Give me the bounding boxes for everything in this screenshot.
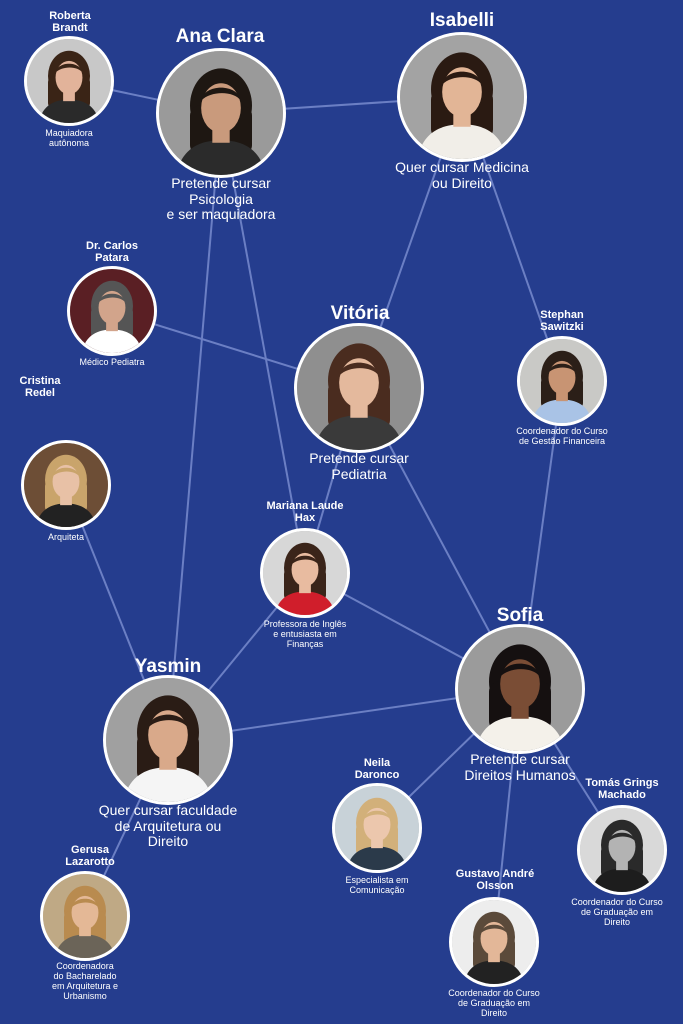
person-caption: Pretende cursar Psicologia e ser maquiad… bbox=[166, 175, 276, 223]
yasmin-photo bbox=[103, 675, 233, 805]
person-caption: Pretende cursar Direitos Humanos bbox=[464, 751, 576, 783]
ana-clara-photo bbox=[156, 48, 286, 178]
vitoria-photo bbox=[294, 323, 424, 453]
isabelli-photo bbox=[397, 32, 527, 162]
person-caption: Quer cursar Medicina ou Direito bbox=[395, 159, 529, 191]
tomas-photo bbox=[577, 805, 667, 895]
cristina-photo bbox=[21, 440, 111, 530]
connector-ana_clara-mariana bbox=[220, 112, 306, 574]
person-name: Neila Daronco bbox=[354, 757, 400, 781]
person-name: Gerusa Lazarotto bbox=[65, 844, 115, 868]
roberta-photo bbox=[24, 36, 114, 126]
stephan-photo bbox=[517, 336, 607, 426]
person-caption: Arquiteta bbox=[47, 532, 85, 542]
person-name: Mariana Laude Hax bbox=[266, 500, 344, 524]
sofia-photo bbox=[455, 624, 585, 754]
person-name: Dr. Carlos Patara bbox=[86, 240, 138, 264]
person-name: Stephan Sawitzki bbox=[540, 309, 584, 333]
person-caption: Maquiadora autônoma bbox=[45, 128, 93, 149]
person-name: Yasmin bbox=[134, 656, 202, 677]
neila-photo bbox=[332, 783, 422, 873]
person-caption: Quer cursar faculdade de Arquitetura ou … bbox=[98, 802, 238, 850]
person-name: Gustavo André Olsson bbox=[455, 868, 535, 892]
person-name: Isabelli bbox=[429, 10, 495, 31]
person-caption: Especialista em Comunicação bbox=[345, 875, 409, 896]
person-caption: Médico Pediatra bbox=[79, 357, 145, 367]
gustavo-photo bbox=[449, 897, 539, 987]
person-caption: Professora de Inglês e entusiasta em Fin… bbox=[263, 619, 347, 650]
person-caption: Coordenador do Curso de Graduação em Dir… bbox=[448, 988, 540, 1019]
person-name: Roberta Brandt bbox=[49, 10, 91, 34]
carlos-photo bbox=[67, 266, 157, 356]
person-name: Ana Clara bbox=[175, 26, 265, 47]
person-caption: Pretende cursar Pediatria bbox=[309, 450, 409, 482]
person-name: Vitória bbox=[330, 303, 390, 324]
person-name: Cristina Redel bbox=[19, 375, 61, 399]
person-caption: Coordenadora do Bacharelado em Arquitetu… bbox=[51, 961, 119, 1002]
person-name: Sofia bbox=[496, 605, 544, 626]
person-caption: Coordenador do Curso de Graduação em Dir… bbox=[571, 897, 663, 928]
person-name: Tomás Grings Machado bbox=[585, 777, 659, 801]
connector-ana_clara-yasmin bbox=[167, 112, 222, 741]
mariana-photo bbox=[260, 528, 350, 618]
person-caption: Coordenador do Curso de Gestão Financeir… bbox=[516, 426, 608, 447]
gerusa-photo bbox=[40, 871, 130, 961]
